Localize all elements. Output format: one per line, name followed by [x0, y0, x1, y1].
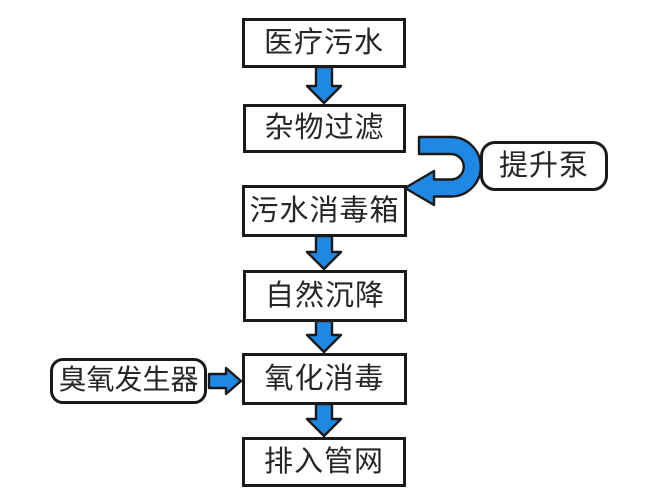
- node-lift-pump-label: 提升泵: [498, 149, 589, 182]
- node-oxidation-disinfection-label: 氧化消毒: [264, 362, 385, 395]
- node-discharge-pipe-network-label: 排入管网: [263, 445, 384, 478]
- node-medical-sewage: 医疗污水: [242, 18, 406, 68]
- node-sewage-disinfection-tank-label: 污水消毒箱: [249, 194, 400, 227]
- node-natural-sedimentation: 自然沉降: [243, 270, 407, 322]
- node-oxidation-disinfection: 氧化消毒: [242, 353, 407, 405]
- node-medical-sewage-label: 医疗污水: [263, 26, 384, 59]
- node-debris-filter-label: 杂物过滤: [264, 112, 385, 144]
- node-lift-pump: 提升泵: [480, 141, 608, 191]
- arrow-down-sedimentation-to-oxidation-icon: [305, 319, 343, 354]
- node-discharge-pipe-network: 排入管网: [242, 437, 406, 487]
- arrow-uturn-via-lift-pump-icon: [403, 135, 482, 207]
- node-debris-filter: 杂物过滤: [243, 104, 406, 153]
- arrow-down-tank-to-sedimentation-icon: [305, 234, 343, 271]
- node-natural-sedimentation-label: 自然沉降: [264, 279, 385, 312]
- arrow-down-oxidation-to-discharge-icon: [305, 402, 343, 438]
- arrow-down-medical-to-filter-icon: [305, 65, 343, 105]
- node-ozone-generator-label: 臭氧发生器: [58, 365, 199, 396]
- node-sewage-disinfection-tank: 污水消毒箱: [242, 185, 407, 237]
- node-ozone-generator: 臭氧发生器: [50, 358, 207, 404]
- arrow-right-ozone-to-oxidation-icon: [207, 366, 243, 396]
